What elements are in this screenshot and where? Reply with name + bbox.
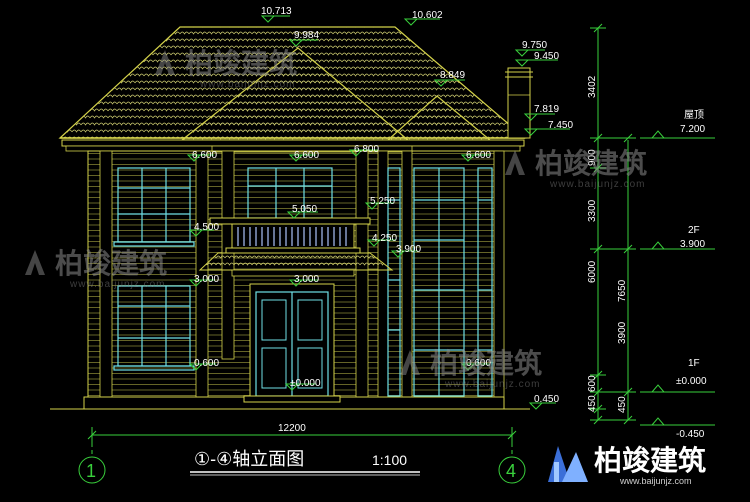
balcony xyxy=(198,217,394,277)
axis-label-1: 1 xyxy=(86,461,96,481)
level-door-head: 3.000 xyxy=(294,274,319,285)
dim-450-b: 450 xyxy=(617,396,628,413)
floor-label-1f: 1F xyxy=(688,358,700,369)
level-bay-mid: 5.250 xyxy=(370,196,395,207)
level-cornice-left: 6.600 xyxy=(192,150,217,161)
level-ridge-right: 10.602 xyxy=(412,10,443,21)
drawing-title-block: ①-④轴立面图 1:100 xyxy=(190,449,420,476)
roof-level-labels: 10.713 10.602 9.984 9.750 9.450 8.849 7.… xyxy=(261,6,573,131)
dim-7650: 7650 xyxy=(617,279,628,302)
level-canopy-top: 4.250 xyxy=(372,233,397,244)
dim-3402: 3402 xyxy=(587,75,598,98)
total-width-label: 12200 xyxy=(278,423,306,434)
level-canopy: 3.900 xyxy=(396,244,421,255)
svg-text:www.baijunjz.com: www.baijunjz.com xyxy=(69,279,165,290)
svg-text:柏竣建筑: 柏竣建筑 xyxy=(535,147,647,179)
watermarks: 柏竣建筑 www.baijunjz.com 柏竣建筑 www.baijunjz.… xyxy=(25,47,706,486)
floor-value-1f: ±0.000 xyxy=(676,376,707,387)
windows xyxy=(113,167,493,397)
dim-600: 600 xyxy=(587,375,598,392)
cornice xyxy=(61,139,525,153)
level-cornice-right: 6.600 xyxy=(466,150,491,161)
drawing-scale: 1:100 xyxy=(372,452,407,468)
dim-900: 900 xyxy=(587,149,598,166)
roof-level-markers xyxy=(260,15,570,136)
svg-text:www.baijunjz.com: www.baijunjz.com xyxy=(619,476,692,486)
axis-bubble-1 xyxy=(78,456,106,484)
level-plinth: 0.450 xyxy=(534,394,559,405)
svg-text:www.baijunjz.com: www.baijunjz.com xyxy=(199,79,295,90)
level-ridge-main: 10.713 xyxy=(261,6,292,17)
facade-level-markers xyxy=(186,149,556,410)
level-window-head: 4.500 xyxy=(194,222,219,233)
entry-door xyxy=(243,283,341,403)
level-cornice-bay: 6.800 xyxy=(354,144,379,155)
axis-label-4: 4 xyxy=(506,461,516,481)
drawing-title: ①-④轴立面图 xyxy=(194,449,304,469)
brand-logo-icon xyxy=(505,150,525,175)
floor-value-roof: 7.200 xyxy=(680,124,705,135)
level-balcony-rail: 5.050 xyxy=(292,204,317,215)
floor-level-markers xyxy=(640,130,715,426)
level-ground: ±0.000 xyxy=(290,378,321,389)
floor-value-2f: 3.900 xyxy=(680,239,705,250)
floor-label-2f: 2F xyxy=(688,225,700,236)
floor-value-basement: -0.450 xyxy=(676,429,705,440)
window-tall-far-right xyxy=(477,167,493,397)
level-sill-right: 0.600 xyxy=(466,358,491,369)
level-eave-right: 7.450 xyxy=(548,120,573,131)
svg-text:www.baijunjz.com: www.baijunjz.com xyxy=(444,379,540,390)
dim-3900: 3900 xyxy=(617,321,628,344)
brand-logo-icon xyxy=(155,50,175,75)
level-cornice-mid: 6.600 xyxy=(294,150,319,161)
svg-text:柏竣建筑: 柏竣建筑 xyxy=(55,247,167,279)
level-chimney-top: 9.750 xyxy=(522,40,547,51)
svg-text:柏竣建筑: 柏竣建筑 xyxy=(594,444,706,476)
level-gable-left: 9.984 xyxy=(294,30,319,41)
level-gable-right: 8.849 xyxy=(440,70,465,81)
facade-level-labels: 6.600 6.600 6.800 6.600 5.050 5.250 4.50… xyxy=(192,144,559,405)
floor-label-roof: 屋顶 xyxy=(684,109,704,121)
svg-text:www.baijunjz.com: www.baijunjz.com xyxy=(549,179,645,190)
dim-3300: 3300 xyxy=(587,199,598,222)
roof xyxy=(58,26,533,141)
dim-6000: 6000 xyxy=(587,260,598,283)
level-chimney-base: 7.819 xyxy=(534,104,559,115)
floor-level-labels: 屋顶 7.200 2F 3.900 1F ±0.000 -0.450 xyxy=(676,109,707,440)
brand-logo-icon xyxy=(400,350,420,375)
window-bay-narrow xyxy=(387,167,401,397)
axis-bubble-4 xyxy=(498,456,526,484)
svg-text:柏竣建筑: 柏竣建筑 xyxy=(430,347,542,379)
level-chimney-mid: 9.450 xyxy=(534,51,559,62)
level-sill-left: 0.600 xyxy=(194,358,219,369)
chimney xyxy=(507,67,531,139)
level-window-left-head: 3.000 xyxy=(194,274,219,285)
brand-logo-icon xyxy=(25,250,45,275)
bottom-dimension xyxy=(78,427,526,484)
dimension-labels: 3402 900 3300 6000 7650 3900 600 450 450 xyxy=(587,75,628,413)
svg-text:柏竣建筑: 柏竣建筑 xyxy=(185,47,297,79)
dim-450-a: 450 xyxy=(587,395,598,412)
dimension-lines xyxy=(590,23,636,425)
brand-logo: 柏竣建筑 www.baijunjz.com xyxy=(548,444,706,486)
